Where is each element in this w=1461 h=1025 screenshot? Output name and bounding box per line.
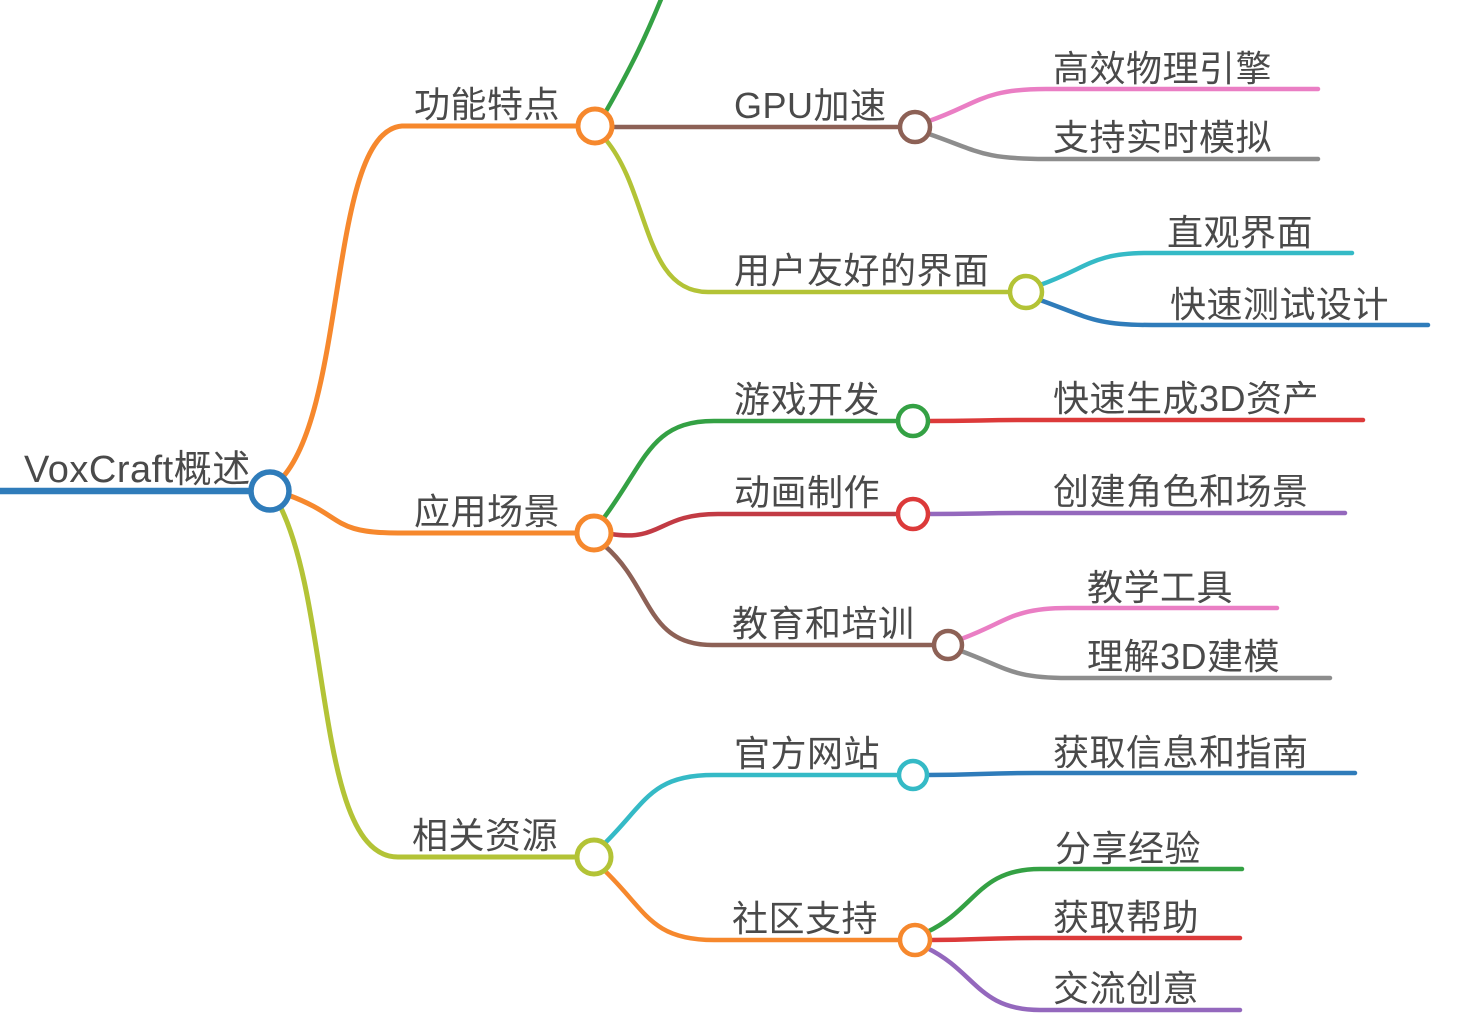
connector-layer xyxy=(0,0,1431,1013)
node-label-game-development[interactable]: 游戏开发 xyxy=(734,379,880,420)
node-dot-game-development[interactable] xyxy=(895,403,931,439)
node-dot-official-website[interactable] xyxy=(896,758,930,792)
node-dot-animation-production[interactable] xyxy=(895,496,931,532)
node-label-understand-3d-modeling[interactable]: 理解3D建模 xyxy=(1087,636,1280,677)
connector-ui-intuitive-interface xyxy=(1037,250,1355,288)
node-dot-root[interactable] xyxy=(248,469,292,513)
connector-official-website-info-guides xyxy=(924,770,1358,778)
node-dot-features[interactable] xyxy=(575,106,615,146)
node-label-features[interactable]: 功能特点 xyxy=(414,84,560,125)
connector-resources-community xyxy=(601,867,903,943)
node-dot-education-training[interactable] xyxy=(931,628,965,662)
node-label-root[interactable]: VoxCraft概述 xyxy=(24,449,251,491)
node-dot-resources[interactable] xyxy=(574,837,614,877)
connector-community-share-experience xyxy=(924,866,1245,935)
node-label-get-help[interactable]: 获取帮助 xyxy=(1053,897,1199,938)
node-dot-gpu-acceleration[interactable] xyxy=(897,109,933,145)
connector-game-dev-3d-assets xyxy=(925,417,1366,424)
node-label-efficient-physics-engine[interactable]: 高效物理引擎 xyxy=(1053,48,1272,89)
connector-features-ui xyxy=(603,137,1012,295)
node-dot-applications[interactable] xyxy=(574,513,614,553)
connector-root-resources xyxy=(277,503,580,860)
node-label-education-training[interactable]: 教育和培训 xyxy=(732,603,915,644)
connector-education-teaching-tools xyxy=(958,605,1280,642)
connector-community-get-help xyxy=(927,935,1243,943)
node-label-applications[interactable]: 应用场景 xyxy=(414,491,560,532)
node-label-community-support[interactable]: 社区支持 xyxy=(732,898,878,939)
connector-gpu-physics-engine xyxy=(926,86,1321,124)
node-label-teaching-tools[interactable]: 教学工具 xyxy=(1087,567,1233,608)
connector-gpu-realtime-simulation xyxy=(926,131,1321,162)
node-label-get-info-guides[interactable]: 获取信息和指南 xyxy=(1053,732,1309,773)
connector-resources-official-website xyxy=(601,772,902,847)
node-label-quick-test-design[interactable]: 快速测试设计 xyxy=(1170,284,1389,325)
node-dot-community-support[interactable] xyxy=(897,922,933,958)
node-label-realtime-simulation[interactable]: 支持实时模拟 xyxy=(1053,117,1272,158)
node-label-intuitive-interface[interactable]: 直观界面 xyxy=(1167,212,1313,253)
connector-applications-education xyxy=(602,543,937,648)
node-label-exchange-ideas[interactable]: 交流创意 xyxy=(1053,968,1199,1009)
node-label-animation-production[interactable]: 动画制作 xyxy=(734,472,880,513)
connector-root-features xyxy=(278,123,581,482)
connector-education-understand-3d xyxy=(958,648,1333,681)
node-label-share-experience[interactable]: 分享经验 xyxy=(1055,828,1201,869)
connector-ui-quick-test-design xyxy=(1037,297,1431,328)
connector-applications-animation xyxy=(608,511,901,538)
connector-features-offscreen-branch xyxy=(602,0,664,116)
node-label-resources[interactable]: 相关资源 xyxy=(412,815,558,856)
node-label-user-friendly-ui[interactable]: 用户友好的界面 xyxy=(734,250,990,291)
connector-animation-characters-scenes xyxy=(925,510,1348,517)
node-label-layer: VoxCraft概述 功能特点 GPU加速 高效物理引擎 支持实时模拟 用户友好… xyxy=(24,48,1389,1009)
node-dot-layer xyxy=(248,106,1045,958)
node-label-create-characters-scenes[interactable]: 创建角色和场景 xyxy=(1053,471,1309,512)
connector-community-exchange-ideas xyxy=(924,945,1243,1013)
connector-root-applications xyxy=(285,492,580,536)
node-label-generate-3d-assets[interactable]: 快速生成3D资产 xyxy=(1053,378,1319,419)
connector-applications-game-dev xyxy=(600,418,901,522)
node-dot-user-friendly-ui[interactable] xyxy=(1007,273,1045,311)
node-label-official-website[interactable]: 官方网站 xyxy=(734,733,880,774)
node-label-gpu-acceleration[interactable]: GPU加速 xyxy=(734,85,887,126)
